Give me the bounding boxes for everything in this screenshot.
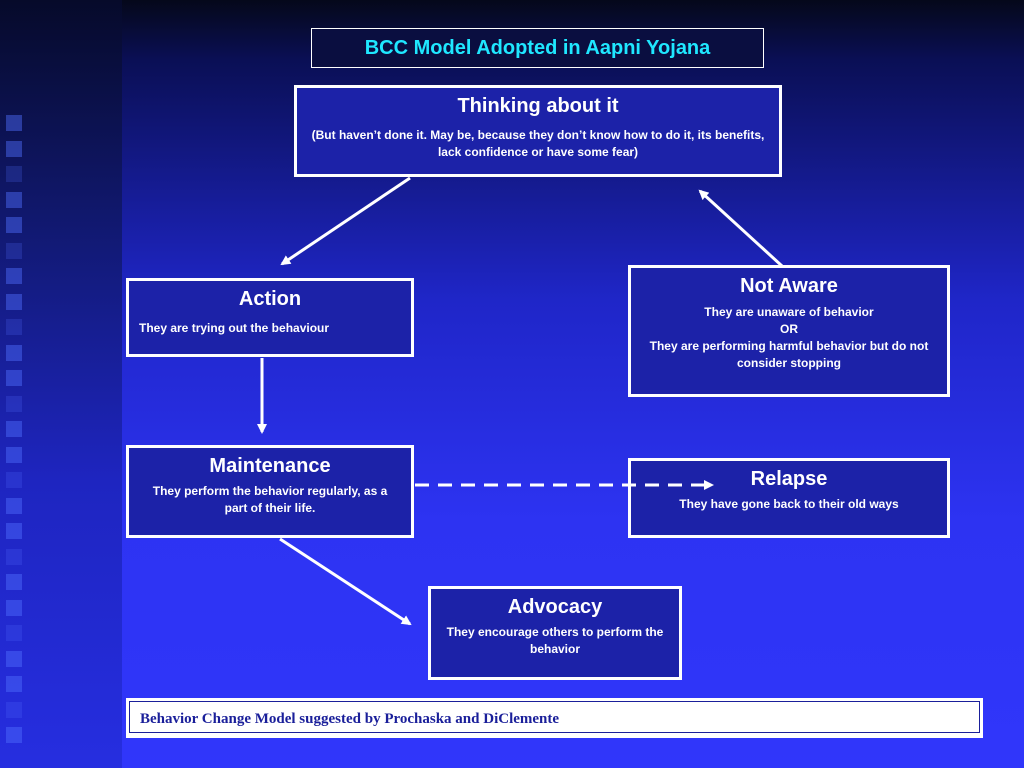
stage-relapse-desc: They have gone back to their old ways (679, 497, 899, 511)
decorative-square (6, 166, 22, 182)
stage-not-aware-desc: They are unaware of behavior OR They are… (641, 304, 937, 372)
decorative-square (6, 421, 22, 437)
decorative-square (6, 395, 22, 412)
decorative-square (6, 319, 22, 335)
decorative-square (6, 727, 22, 743)
stage-relapse-title: Relapse (750, 468, 828, 490)
decorative-square (6, 217, 22, 233)
stage-action-desc: They are trying out the behaviour (139, 321, 330, 335)
decorative-square (6, 676, 22, 692)
decorative-square (6, 599, 22, 616)
stage-advocacy-title: Advocacy (507, 596, 603, 618)
decorative-square (6, 574, 22, 590)
decorative-square (6, 370, 22, 386)
decorative-square (6, 497, 22, 514)
decorative-square (6, 344, 22, 361)
decorative-square (6, 115, 22, 131)
stage-not-aware-title: Not Aware (740, 275, 838, 297)
decorative-square (6, 548, 22, 565)
stage-thinking-box: Thinking about it (But haven’t done it. … (294, 85, 782, 177)
decorative-square (6, 650, 22, 667)
left-decorative-strip (0, 0, 122, 768)
stage-thinking-title: Thinking about it (457, 95, 619, 117)
decorative-square (6, 191, 22, 208)
stage-action-box: Action They are trying out the behaviour (126, 278, 414, 357)
decorative-square (6, 293, 22, 310)
stage-maintenance-box: Maintenance They perform the behavior re… (126, 445, 414, 538)
footer-box: Behavior Change Model suggested by Proch… (126, 698, 983, 738)
stage-thinking-desc: (But haven’t done it. May be, because th… (311, 128, 765, 159)
stage-not-aware-desc-line2: OR (780, 322, 798, 336)
stage-not-aware-box: Not Aware They are unaware of behavior O… (628, 265, 950, 397)
slide-title-box: BCC Model Adopted in Aapni Yojana (311, 28, 764, 68)
decorative-square (6, 625, 22, 641)
stage-advocacy-desc: They encourage others to perform the beh… (446, 625, 664, 656)
footer-caption: Behavior Change Model suggested by Proch… (129, 701, 980, 733)
decorative-square (6, 446, 22, 463)
decorative-square (6, 140, 22, 157)
decorative-square (6, 472, 22, 488)
stage-maintenance-title: Maintenance (209, 455, 331, 477)
decorative-square (6, 701, 22, 718)
decorative-square (6, 268, 22, 284)
stage-maintenance-desc: They perform the behavior regularly, as … (152, 484, 388, 515)
stage-action-title: Action (238, 288, 302, 310)
stage-not-aware-desc-line1: They are unaware of behavior (704, 305, 874, 319)
stage-not-aware-desc-line3: They are performing harmful behavior but… (649, 339, 929, 370)
stage-relapse-box: Relapse They have gone back to their old… (628, 458, 950, 538)
stage-advocacy-box: Advocacy They encourage others to perfor… (428, 586, 682, 680)
slide-title: BCC Model Adopted in Aapni Yojana (364, 37, 711, 59)
decorative-squares (6, 115, 28, 755)
decorative-square (6, 523, 22, 539)
decorative-square (6, 242, 22, 259)
